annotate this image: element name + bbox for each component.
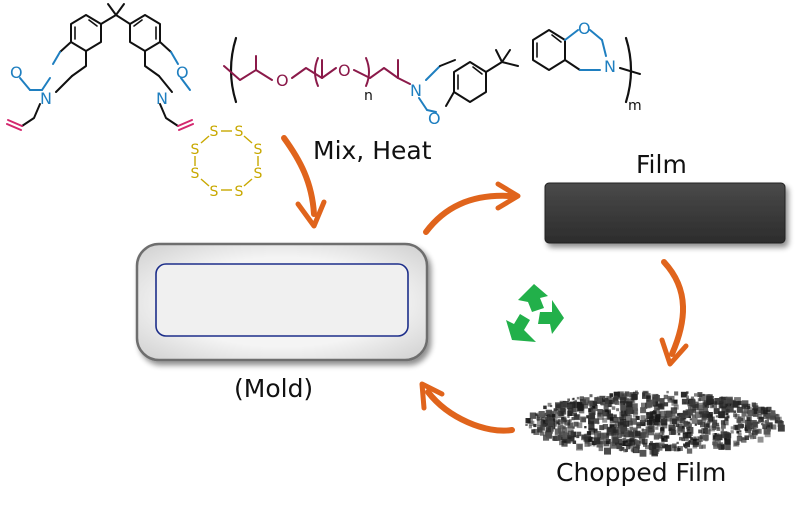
- atom-label: N: [156, 89, 168, 108]
- atom-label: O: [10, 63, 23, 82]
- sulfur-ring: S S S S S S S S: [191, 124, 263, 200]
- atom-label: N: [40, 89, 52, 108]
- chopped-film-label: Chopped Film: [556, 458, 727, 487]
- atom-label: N: [410, 81, 422, 100]
- process-arrows: [281, 135, 689, 434]
- sulfur-atom: S: [210, 184, 219, 200]
- sulfur-atom: S: [254, 166, 263, 182]
- sulfur-atom: S: [210, 124, 219, 140]
- subscript-n: n: [364, 88, 373, 104]
- mold-to-film-arrow: [423, 181, 521, 235]
- atom-label: O: [338, 61, 351, 80]
- monomer-structure: N O N O: [6, 3, 194, 131]
- sulfur-atom: S: [235, 124, 244, 140]
- subscript-m: m: [628, 98, 642, 114]
- chopped-film: [525, 390, 785, 457]
- atom-label: O: [428, 109, 441, 128]
- polymer-structure: O O N O O N n m: [223, 19, 642, 128]
- film: [544, 182, 786, 244]
- film-to-chopped-arrow: [659, 259, 689, 367]
- recycle-icon: [506, 284, 564, 342]
- atom-label: O: [276, 71, 289, 90]
- film-label: Film: [636, 150, 687, 179]
- sulfur-atom: S: [235, 184, 244, 200]
- atom-label: O: [578, 19, 591, 38]
- atom-label: O: [176, 63, 189, 82]
- sulfur-atom: S: [254, 142, 263, 158]
- chopped-to-mold-arrow: [419, 381, 515, 434]
- sulfur-atom: S: [191, 142, 200, 158]
- mix-heat-arrow: [281, 135, 327, 229]
- mold-label: (Mold): [234, 374, 314, 403]
- mix-heat-label: Mix, Heat: [313, 136, 432, 165]
- sulfur-atom: S: [191, 166, 200, 182]
- mold: [135, 242, 429, 362]
- atom-label: N: [604, 57, 616, 76]
